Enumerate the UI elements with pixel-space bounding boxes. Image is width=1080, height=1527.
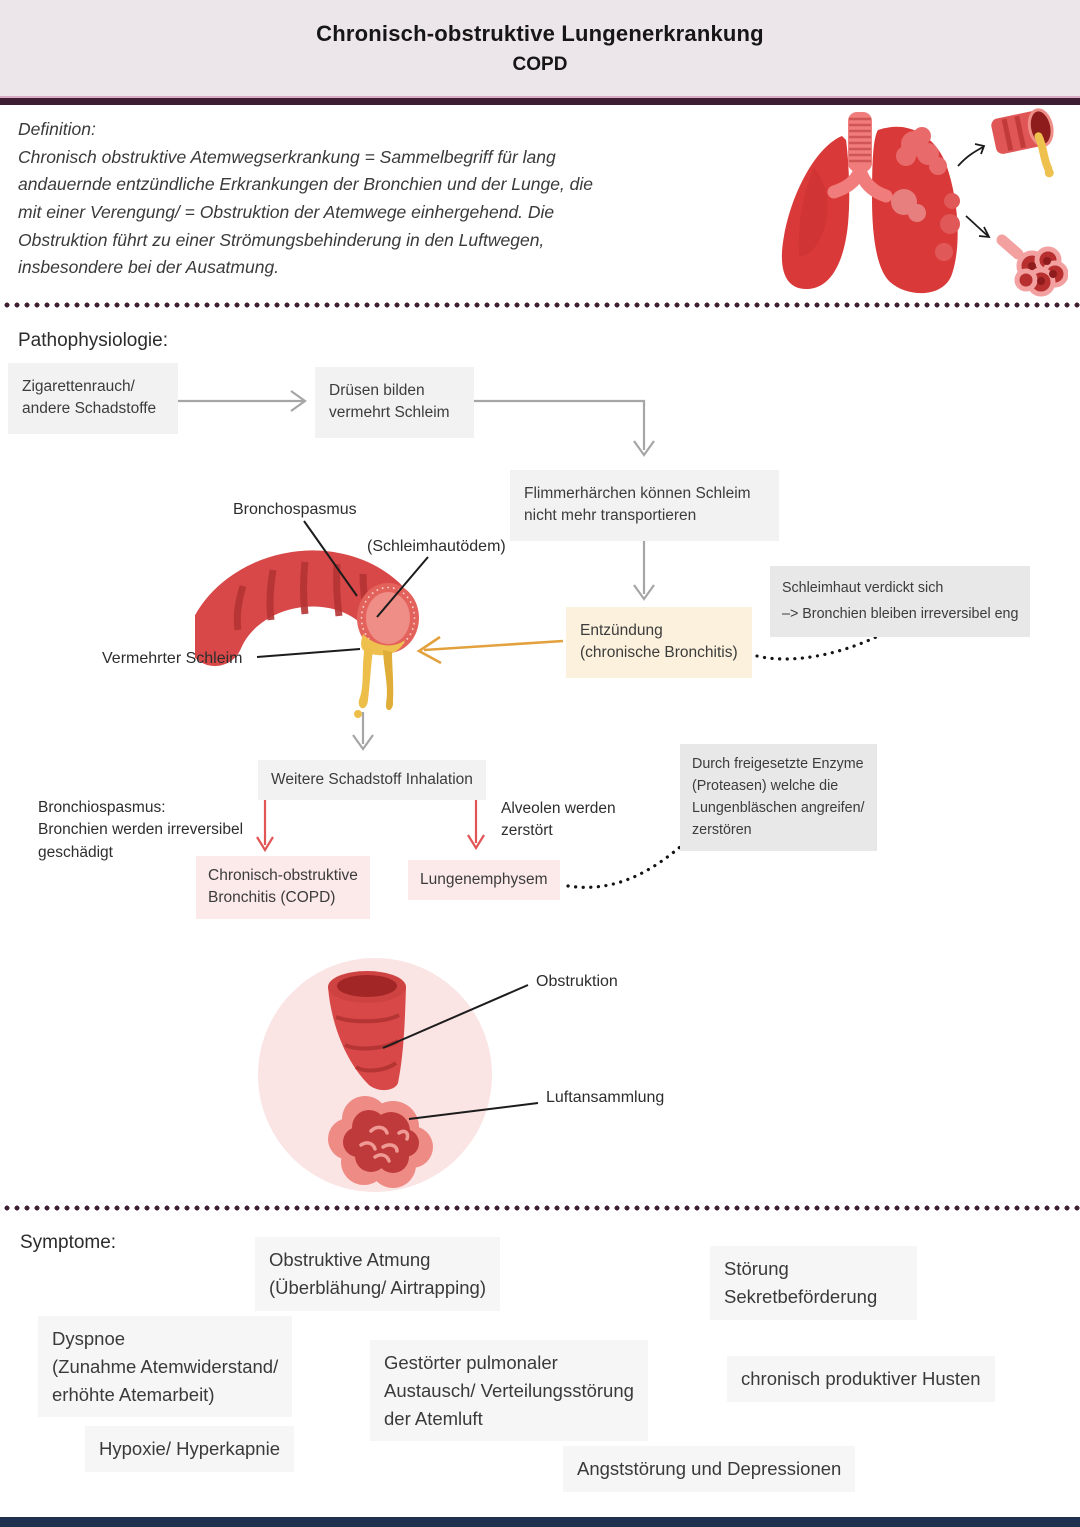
connector-glands-to-cilia <box>467 399 655 457</box>
arrow-red-to-emphysema <box>467 800 485 851</box>
page-bottom-rule <box>0 1517 1080 1527</box>
note-box-enzymes: Durch freigesetzte Enzyme (Proteasen) we… <box>680 744 877 851</box>
definition-heading: Definition: <box>18 119 96 139</box>
lungs-illustration <box>781 108 1068 297</box>
symptom-secretion-disorder: Störung Sekretbeförderung <box>710 1246 918 1320</box>
definition-body: Chronisch obstruktive Atemwegserkrankung… <box>18 146 594 278</box>
arrow-orange-inflammation-to-bronchus <box>416 635 564 665</box>
divider-top <box>0 300 1080 308</box>
alveoli-outer <box>328 1096 433 1188</box>
symptom-hypoxia: Hypoxie/ Hyperkapnie <box>85 1426 294 1472</box>
page-title: Chronisch-obstruktive Lungenerkrankung <box>316 21 764 46</box>
bronchus-crosssection-icon <box>991 108 1054 178</box>
inflamed-bronchus-illustration <box>195 550 419 718</box>
flow-box-emphysema: Lungenemphysem <box>408 860 560 901</box>
label-bronchiospasm-note: Bronchiospasmus: Bronchien werden irreve… <box>38 799 244 861</box>
alveoli-icon <box>996 234 1068 297</box>
dotted-link-emphysema-note <box>566 839 689 889</box>
flow-box-trigger: Zigarettenrauch/ andere Schadstoffe <box>8 363 179 434</box>
arrow-red-to-bronchitis <box>256 800 274 853</box>
symptom-anxiety-depression: Angststörung und Depressionen <box>563 1446 856 1492</box>
page-subtitle: COPD <box>512 54 568 75</box>
label-alveoli-destroyed: Alveolen werden zerstört <box>501 800 616 840</box>
divider-bottom <box>0 1203 1080 1211</box>
flow-box-further-inhalation: Weitere Schadstoff Inhalation <box>258 760 486 801</box>
flow-box-cilia: Flimmerhärchen können Schleim nicht mehr… <box>510 470 779 541</box>
header-rule <box>0 98 1080 105</box>
label-bronchospasm: Bronchospasmus <box>233 501 357 518</box>
flow-box-chronic-bronchitis: Chronisch-obstruktive Bronchitis (COPD) <box>196 856 370 919</box>
symptom-obstructive-breathing: Obstruktive Atmung (Überblähung/ Airtrap… <box>255 1237 500 1311</box>
alveoli-inner <box>343 1110 419 1173</box>
emphysema-bubbles <box>896 127 947 175</box>
label-increased-mucus: Vermehrter Schleim <box>102 650 243 667</box>
page-header: Chronisch-obstruktive Lungenerkrankung C… <box>0 0 1080 98</box>
symptom-productive-cough: chronisch produktiver Husten <box>727 1356 995 1402</box>
arrow-cilia-to-inflammation <box>633 540 655 601</box>
air-trapping-illustration <box>258 958 492 1192</box>
callout-arrow-alveoli <box>965 215 991 239</box>
label-obstruction: Obstruktion <box>536 973 618 990</box>
label-air-accumulation: Luftansammlung <box>546 1089 665 1106</box>
pointer-lines <box>256 520 539 1120</box>
pathophysiology-heading: Pathophysiologie: <box>18 330 168 351</box>
label-mucosa-edema: (Schleimhautödem) <box>367 538 506 555</box>
definition-block: Definition: Chronisch obstruktive Atemwe… <box>18 116 593 282</box>
symptom-gas-exchange: Gestörter pulmonaler Austausch/ Verteilu… <box>370 1340 648 1442</box>
arrow-bronchus-down <box>352 712 374 751</box>
flow-box-glands: Drüsen bilden vermehrt Schleim <box>315 367 474 438</box>
note-box-mucosa: Schleimhaut verdickt sich –> Bronchien b… <box>770 566 1031 637</box>
flow-box-inflammation: Entzündung (chronische Bronchitis) <box>566 607 752 678</box>
callout-arrow-bronchus <box>957 143 986 167</box>
symptom-dyspnea: Dyspnoe (Zunahme Atemwiderstand/ erhöhte… <box>38 1316 293 1418</box>
symptoms-heading: Symptome: <box>20 1232 117 1253</box>
arrow-trigger-to-glands <box>170 390 307 412</box>
